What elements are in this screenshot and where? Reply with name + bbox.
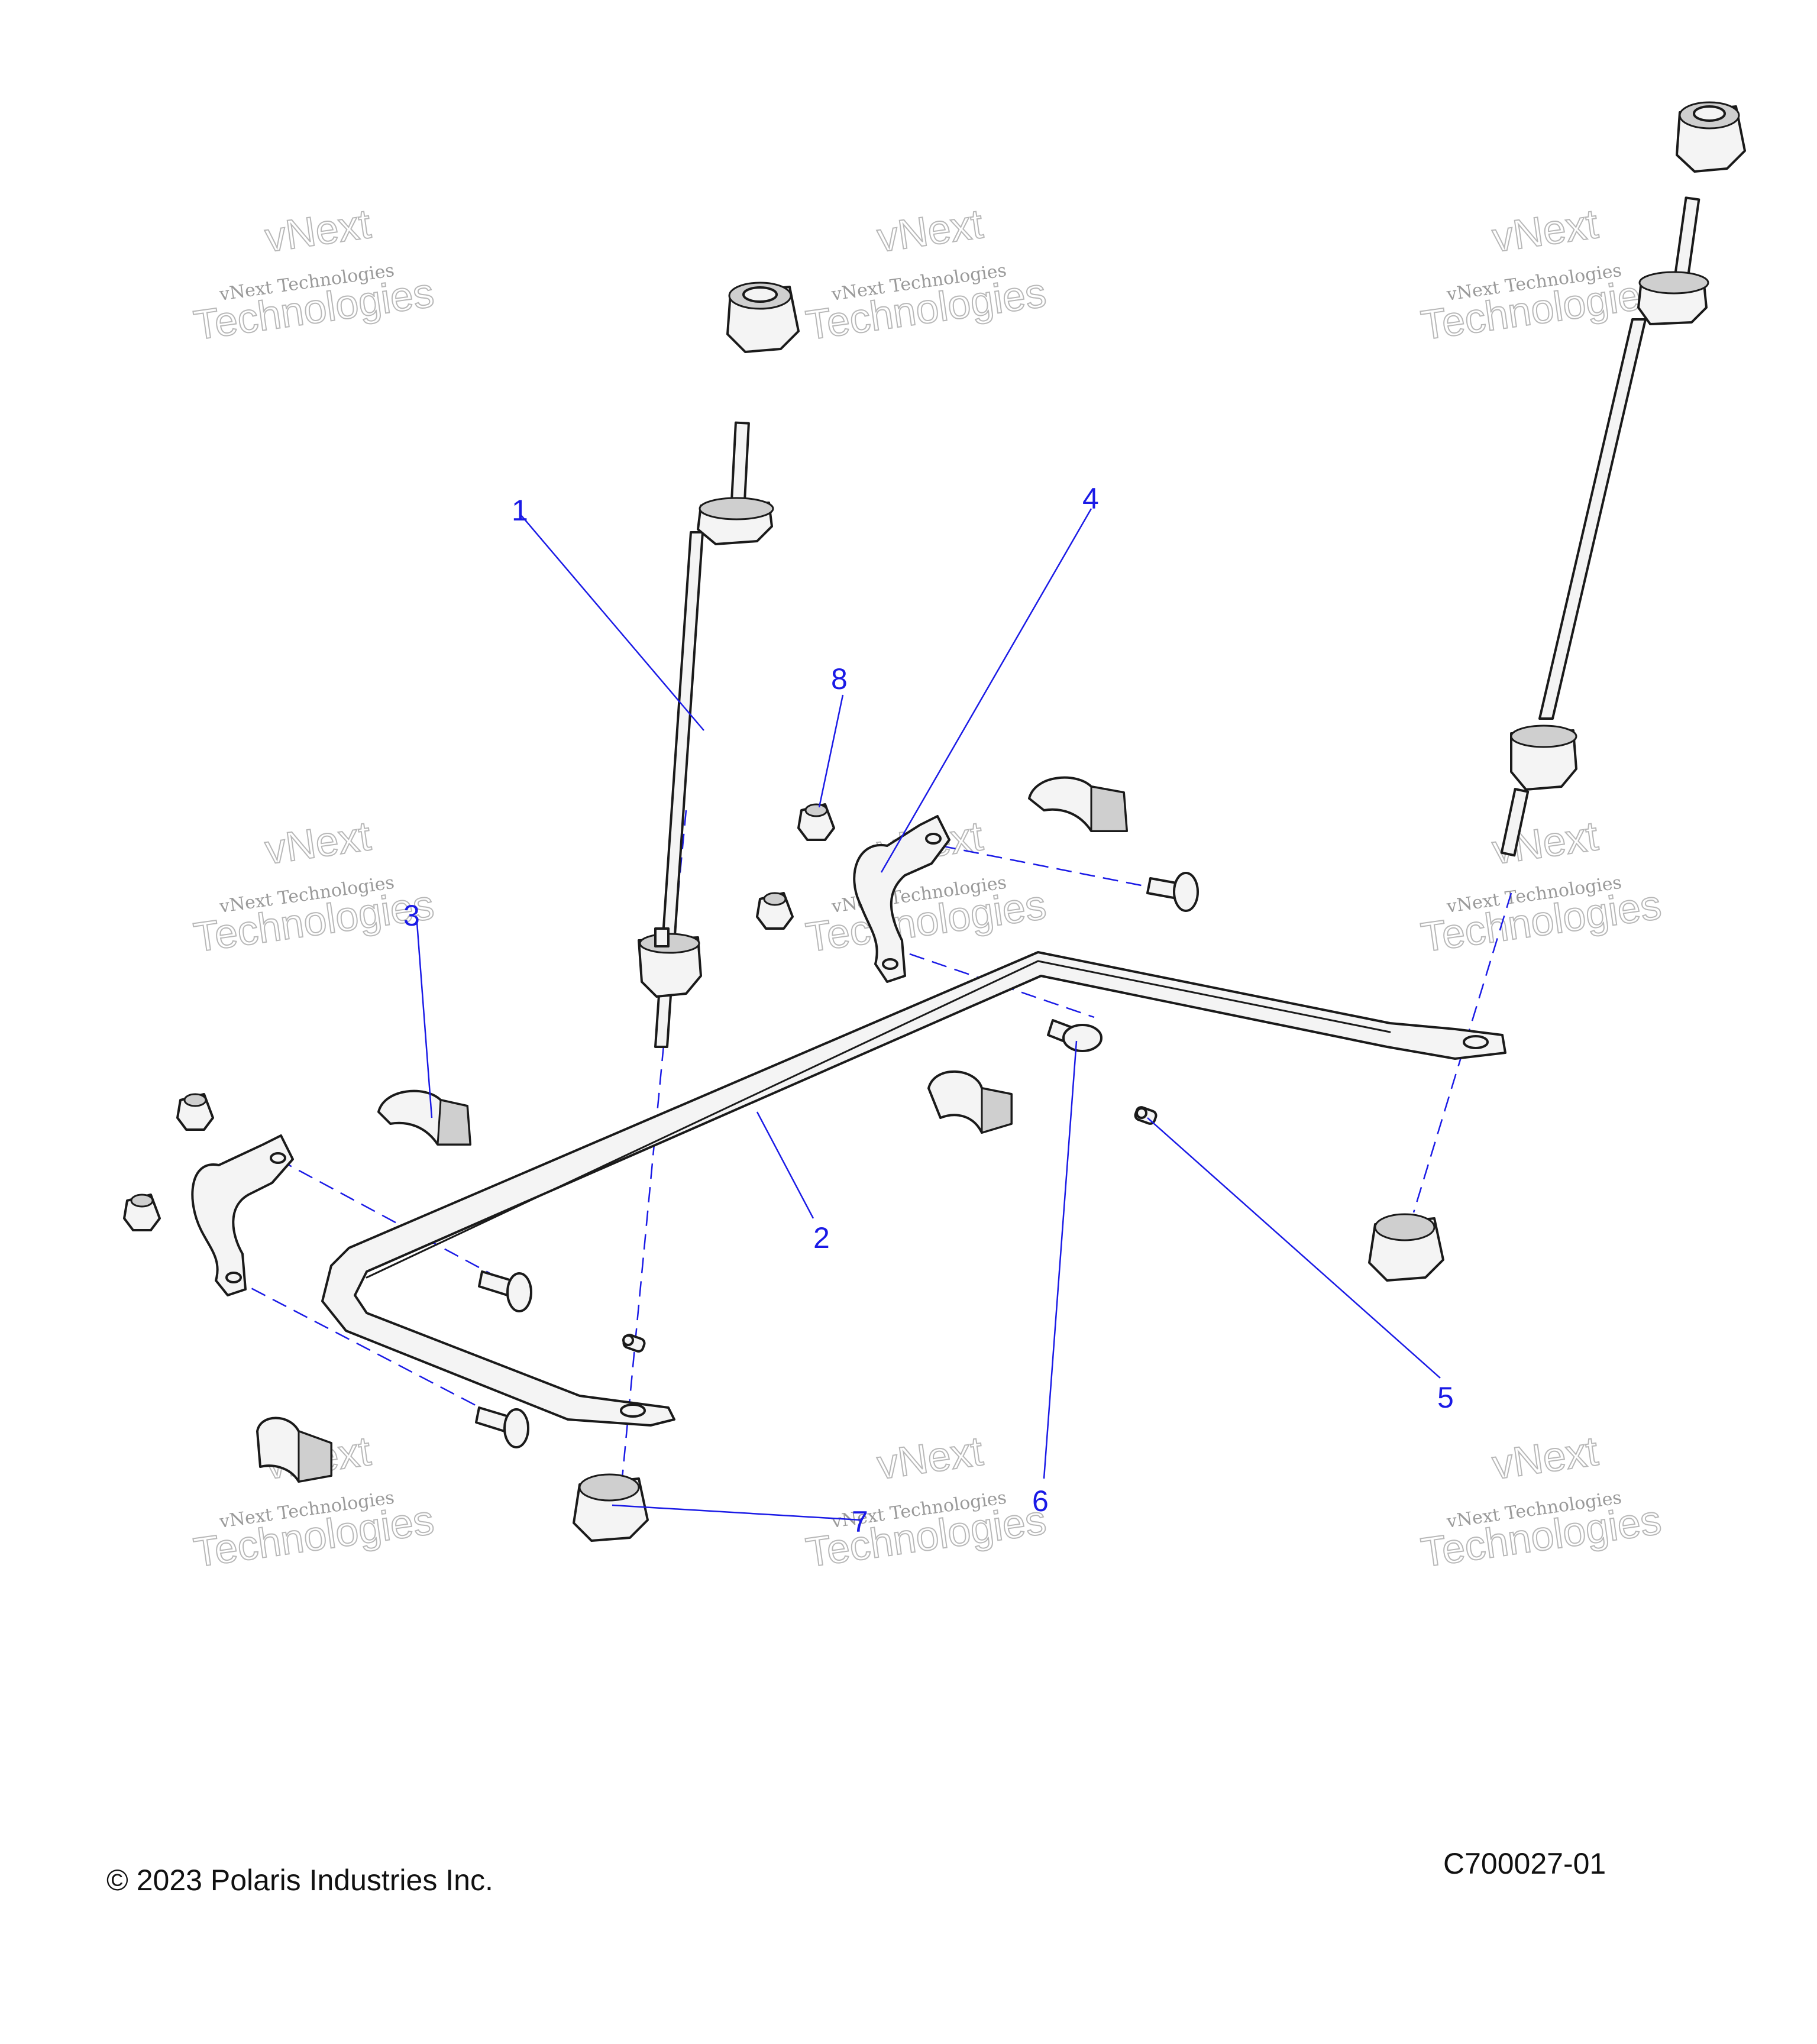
copyright-notice: © 2023 Polaris Industries Inc.	[106, 1864, 493, 1897]
callout-3: 3	[403, 899, 420, 932]
bar-end-hole-left	[620, 1403, 646, 1418]
flange-nut-upper	[797, 803, 835, 841]
nut-bottom-left	[573, 1473, 649, 1542]
callout-8: 8	[831, 662, 848, 696]
bushing-upper-right	[1028, 776, 1128, 832]
assembly-line-left-link	[620, 810, 687, 1491]
callout-numbers: 1 2 3 4 5 6 7 8	[403, 482, 1454, 1538]
watermark: vNext vNext Technologies Technologies	[1418, 1427, 1665, 1576]
bolt-middle	[1047, 1019, 1103, 1052]
leader-3	[416, 922, 433, 1118]
bushing-left-upper	[377, 1089, 471, 1146]
grease-fitting-left	[622, 1334, 646, 1353]
figure-id: C700027-01	[1443, 1847, 1606, 1880]
link-stud-bottom	[1500, 788, 1530, 857]
bolt-lower-clamp-top	[478, 1270, 532, 1312]
watermark: vNext vNext Technologies Technologies	[1418, 200, 1665, 349]
assembly-line-lower-clamp-top	[277, 1158, 509, 1285]
watermark-vnext: vNext	[262, 813, 373, 873]
watermark: vNext vNext Technologies Technologies	[1418, 812, 1665, 961]
leader-6	[1043, 1040, 1078, 1479]
watermark-vnext: vNext	[874, 200, 985, 261]
bushing-middle	[927, 1070, 1013, 1134]
nut-top-left	[726, 282, 800, 353]
assembly-line-upper-clamp-top	[940, 845, 1166, 891]
clamp-lower	[191, 1134, 294, 1296]
callout-1: 1	[512, 494, 528, 527]
leader-8	[818, 694, 844, 808]
flange-nut-lower-top	[176, 1093, 214, 1131]
stabilizer-bar	[321, 951, 1506, 1427]
end-link-left	[638, 421, 774, 1048]
watermark: vNext vNext Technologies Technologies	[190, 812, 438, 961]
nut-bottom-right	[1368, 1213, 1444, 1282]
callout-5: 5	[1437, 1381, 1454, 1414]
callout-leaders	[416, 508, 1441, 1521]
watermarks: vNext vNext Technologies Technologies vN…	[190, 200, 1665, 1576]
link-boot-bottom	[1510, 725, 1577, 748]
link-boot-top	[1638, 271, 1709, 295]
grease-fitting-right	[1134, 1106, 1158, 1125]
watermark-vnext: vNext	[262, 200, 373, 261]
watermark-vnext: vNext	[1489, 1428, 1601, 1488]
callout-7: 7	[852, 1505, 868, 1538]
assembly-line-lower-clamp-bottom	[230, 1276, 503, 1421]
leader-7	[612, 1504, 861, 1521]
bolt-lower-clamp-bottom	[475, 1406, 529, 1448]
nut-top-right	[1676, 101, 1746, 173]
watermark: vNext vNext Technologies Technologies	[803, 1427, 1050, 1576]
link-rod	[654, 531, 704, 1048]
callout-6: 6	[1032, 1485, 1049, 1518]
watermark: vNext vNext Technologies Technologies	[803, 200, 1050, 349]
leader-1	[520, 514, 704, 731]
watermark-vnext: vNext	[874, 1428, 985, 1488]
link-neck-bottom	[654, 927, 670, 947]
bolt-upper-clamp	[1146, 872, 1199, 912]
watermark-vnext: vNext	[1489, 200, 1601, 261]
leader-2	[756, 1111, 814, 1219]
bar-end-hole-right	[1463, 1035, 1489, 1049]
end-link-right	[1500, 196, 1709, 857]
callout-2: 2	[813, 1221, 830, 1254]
link-rod	[1538, 318, 1647, 720]
bar-highlight	[366, 960, 1391, 1279]
watermark: vNext vNext Technologies Technologies	[190, 200, 438, 349]
bar-body	[321, 951, 1506, 1427]
callout-4: 4	[1082, 482, 1099, 515]
bushing-lower-left	[256, 1416, 332, 1483]
leader-4	[880, 508, 1092, 873]
link-boot-top	[699, 497, 774, 520]
clamp-upper	[853, 815, 950, 983]
flange-nut-middle	[756, 892, 794, 930]
flange-nut-lower-bottom	[123, 1194, 161, 1231]
leader-5	[1147, 1117, 1441, 1379]
